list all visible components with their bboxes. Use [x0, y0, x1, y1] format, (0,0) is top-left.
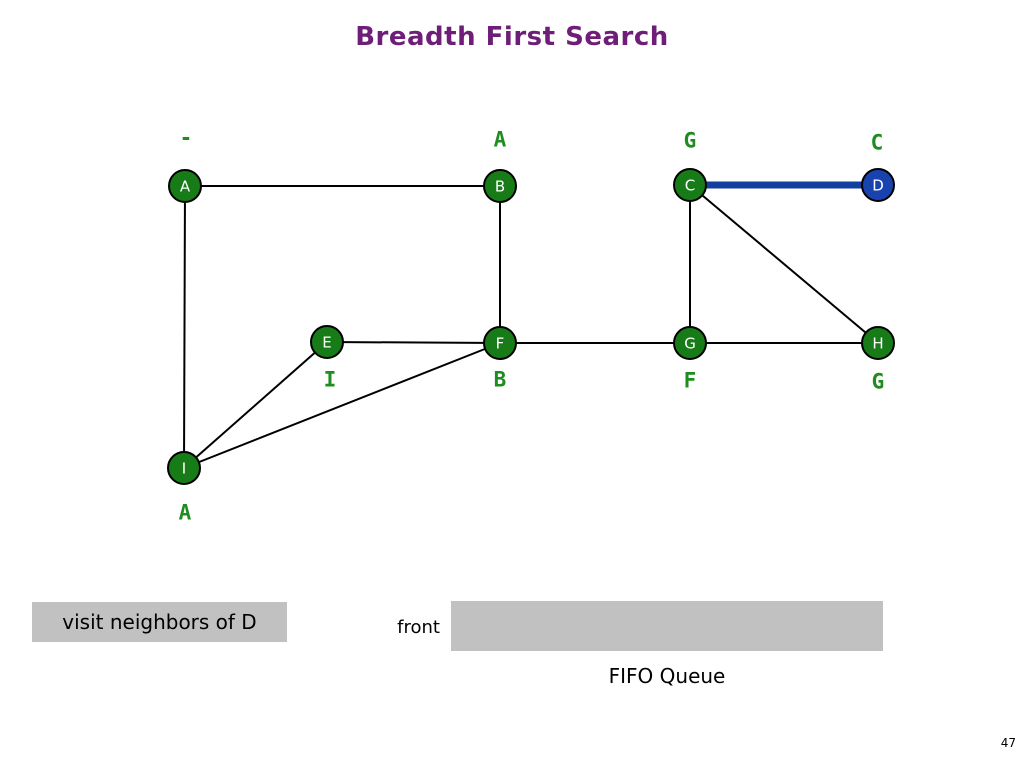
node-letter-G: G	[684, 334, 696, 352]
step-caption-box: visit neighbors of D	[32, 602, 287, 642]
graph-node-G: GF	[673, 326, 707, 393]
graph-node-B: BA	[483, 128, 517, 203]
parent-label-B: A	[494, 128, 507, 152]
graph-node-F: FB	[483, 326, 517, 392]
step-caption-label: visit neighbors of D	[62, 610, 257, 634]
fifo-queue-box	[451, 601, 883, 651]
edge-C-H	[689, 184, 879, 344]
node-letter-B: B	[495, 177, 505, 195]
edge-E-F	[326, 341, 501, 344]
node-letter-C: C	[685, 176, 695, 194]
graph-node-H: HG	[861, 326, 895, 394]
graph-node-D: DC	[861, 131, 895, 202]
parent-label-G: F	[684, 369, 697, 393]
node-letter-D: D	[872, 176, 884, 194]
node-circle-A	[168, 169, 202, 203]
graph-node-C: CG	[673, 129, 707, 202]
parent-label-I: A	[179, 501, 192, 525]
page-number: 47	[1000, 736, 1016, 750]
node-circle-I	[167, 451, 201, 485]
parent-label-A: -	[180, 126, 193, 150]
graph-node-I: IA	[167, 451, 201, 525]
node-circle-F	[483, 326, 517, 360]
parent-label-E: I	[324, 368, 337, 392]
graph-node-E: EI	[310, 325, 344, 392]
node-letter-F: F	[496, 334, 505, 352]
edge-E-I	[183, 341, 328, 469]
parent-label-F: B	[494, 368, 507, 392]
node-circle-D	[861, 168, 895, 202]
node-circle-G	[673, 326, 707, 360]
node-circle-H	[861, 326, 895, 360]
parent-label-H: G	[872, 370, 885, 394]
node-circle-C	[673, 168, 707, 202]
parent-label-C: G	[684, 129, 697, 153]
parent-label-D: C	[871, 131, 884, 155]
edge-A-I	[183, 185, 186, 469]
node-letter-H: H	[872, 334, 883, 352]
slide-title: Breadth First Search	[355, 22, 669, 52]
edge-F-I	[183, 342, 501, 469]
queue-front-label: front	[397, 617, 440, 638]
node-circle-B	[483, 169, 517, 203]
graph-node-A: A-	[168, 126, 202, 203]
fifo-queue-caption: FIFO Queue	[608, 664, 726, 688]
node-letter-A: A	[180, 177, 191, 195]
node-circle-E	[310, 325, 344, 359]
node-letter-E: E	[322, 333, 331, 351]
node-letter-I: I	[182, 459, 186, 477]
